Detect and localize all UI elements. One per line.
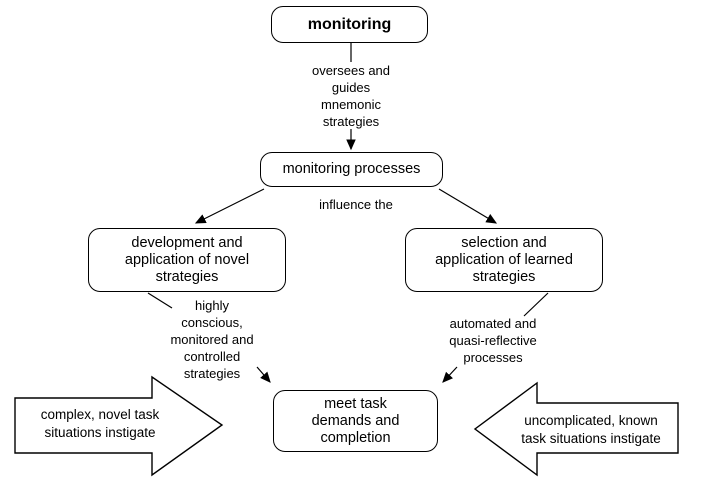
block-arrow-right-line2: task situations instigate	[521, 430, 661, 446]
block-arrow-left-line2: situations instigate	[44, 424, 156, 440]
node-novel-line1: development and	[131, 234, 243, 251]
node-meet-task: meet task demands and completion	[273, 390, 438, 452]
node-novel-line2: application of novel	[124, 251, 250, 268]
block-arrow-right-line1: uncomplicated, known	[524, 413, 658, 428]
label-highly-line2: conscious,	[181, 315, 243, 330]
node-learned-line3: strategies	[472, 268, 536, 285]
label-highly-conscious: highly conscious, monitored and controll…	[147, 297, 277, 382]
arrow-novel-to-meet	[256, 366, 271, 383]
label-highly-line1: highly	[195, 298, 229, 313]
label-automated-line3: processes	[463, 350, 523, 365]
arrow-learned-to-meet	[442, 366, 458, 383]
node-novel-line3: strategies	[155, 268, 219, 285]
arrow-to-novel-strategies	[194, 188, 265, 224]
label-oversees-line3: mnemonic	[321, 97, 381, 112]
arrow-to-learned-strategies	[438, 188, 498, 224]
label-automated: automated and quasi-reflective processes	[428, 315, 558, 366]
block-arrow-right-text: uncomplicated, known task situations ins…	[504, 412, 678, 447]
node-monitoring-processes-label: monitoring processes	[282, 161, 421, 177]
block-arrow-left-line1: complex, novel task	[40, 407, 160, 422]
node-monitoring-processes: monitoring processes	[260, 152, 443, 187]
label-highly-line4: controlled	[183, 349, 241, 364]
label-automated-line2: quasi-reflective	[449, 333, 537, 348]
block-arrow-left-pointing-shape	[473, 381, 679, 477]
block-arrow-left-text: complex, novel task situations instigate	[18, 406, 182, 441]
label-influence-text: influence the	[319, 197, 393, 212]
node-monitoring: monitoring	[271, 6, 428, 43]
node-meet-line1: meet task	[324, 395, 387, 412]
node-meet-line3: completion	[320, 429, 391, 446]
label-highly-line3: monitored and	[170, 332, 254, 347]
node-learned-line1: selection and	[461, 234, 547, 251]
line-learned-to-label	[523, 292, 549, 317]
label-oversees-line4: strategies	[322, 114, 380, 129]
label-oversees-line2: guides	[331, 80, 371, 95]
block-arrow-right-pointing-shape	[14, 375, 224, 477]
label-highly-line5: strategies	[183, 366, 241, 381]
line-novel-to-label	[147, 292, 173, 309]
label-oversees: oversees and guides mnemonic strategies	[281, 62, 421, 130]
node-monitoring-label: monitoring	[307, 16, 392, 33]
node-meet-line2: demands and	[311, 412, 400, 429]
node-learned-strategies: selection and application of learned str…	[405, 228, 603, 292]
label-influence: influence the	[296, 196, 416, 213]
node-learned-line2: application of learned	[435, 251, 573, 268]
node-novel-strategies: development and application of novel str…	[88, 228, 286, 292]
label-oversees-line1: oversees and	[311, 63, 391, 78]
label-automated-line1: automated and	[449, 316, 537, 331]
